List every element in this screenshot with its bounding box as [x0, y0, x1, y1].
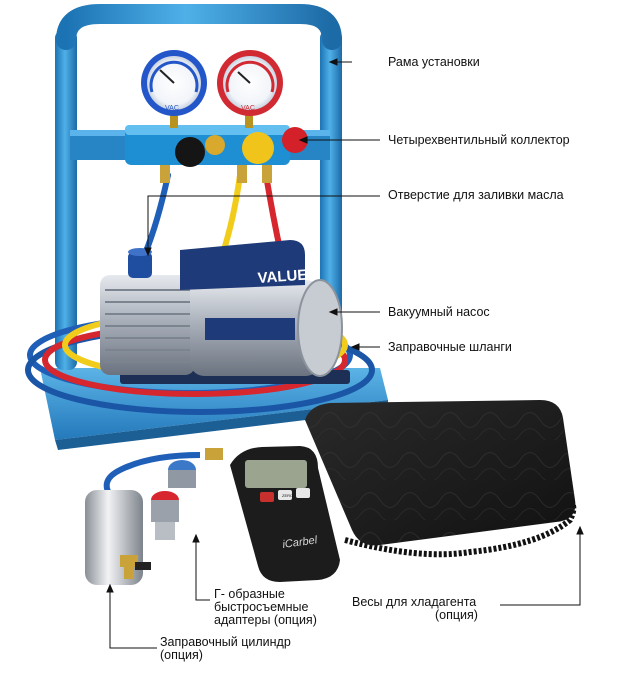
callout-hoses: Заправочные шланги — [388, 340, 512, 354]
manifold — [125, 108, 308, 183]
callout-vacuum-pump: Вакуумный насос — [388, 305, 490, 319]
pump-brand-text: VALUE — [257, 267, 308, 287]
callout-oil-port: Отверстие для заливки масла — [388, 188, 564, 202]
callout-adapters-line2: быстросъемные — [214, 600, 309, 614]
callout-scale-line2: (опция) — [435, 608, 478, 622]
gauge-left-text: VAC — [165, 105, 179, 112]
callout-adapters-line1: Г- образные — [214, 587, 285, 601]
gauge-right-text: VAC — [241, 105, 255, 112]
scale-brand-text: iCarbel — [282, 534, 319, 551]
charging-cylinder — [85, 452, 201, 585]
refrigerant-scale — [230, 400, 577, 582]
callout-cylinder-line2: (опция) — [160, 648, 203, 662]
vacuum-pump — [100, 240, 350, 384]
leader-lines — [106, 58, 584, 649]
callout-cylinder-line1: Заправочный цилиндр — [160, 635, 291, 649]
low-pressure-gauge — [141, 50, 207, 116]
scale-key-label: ZERO — [282, 493, 293, 498]
quick-adapters — [151, 448, 223, 540]
callout-manifold: Четырехвентильный коллектор — [388, 133, 570, 147]
high-pressure-gauge — [217, 50, 283, 116]
callout-adapters-line3: адаптеры (опция) — [214, 613, 317, 627]
callout-frame: Рама установки — [388, 55, 480, 69]
callout-scale-line1: Весы для хладагента — [352, 595, 477, 609]
